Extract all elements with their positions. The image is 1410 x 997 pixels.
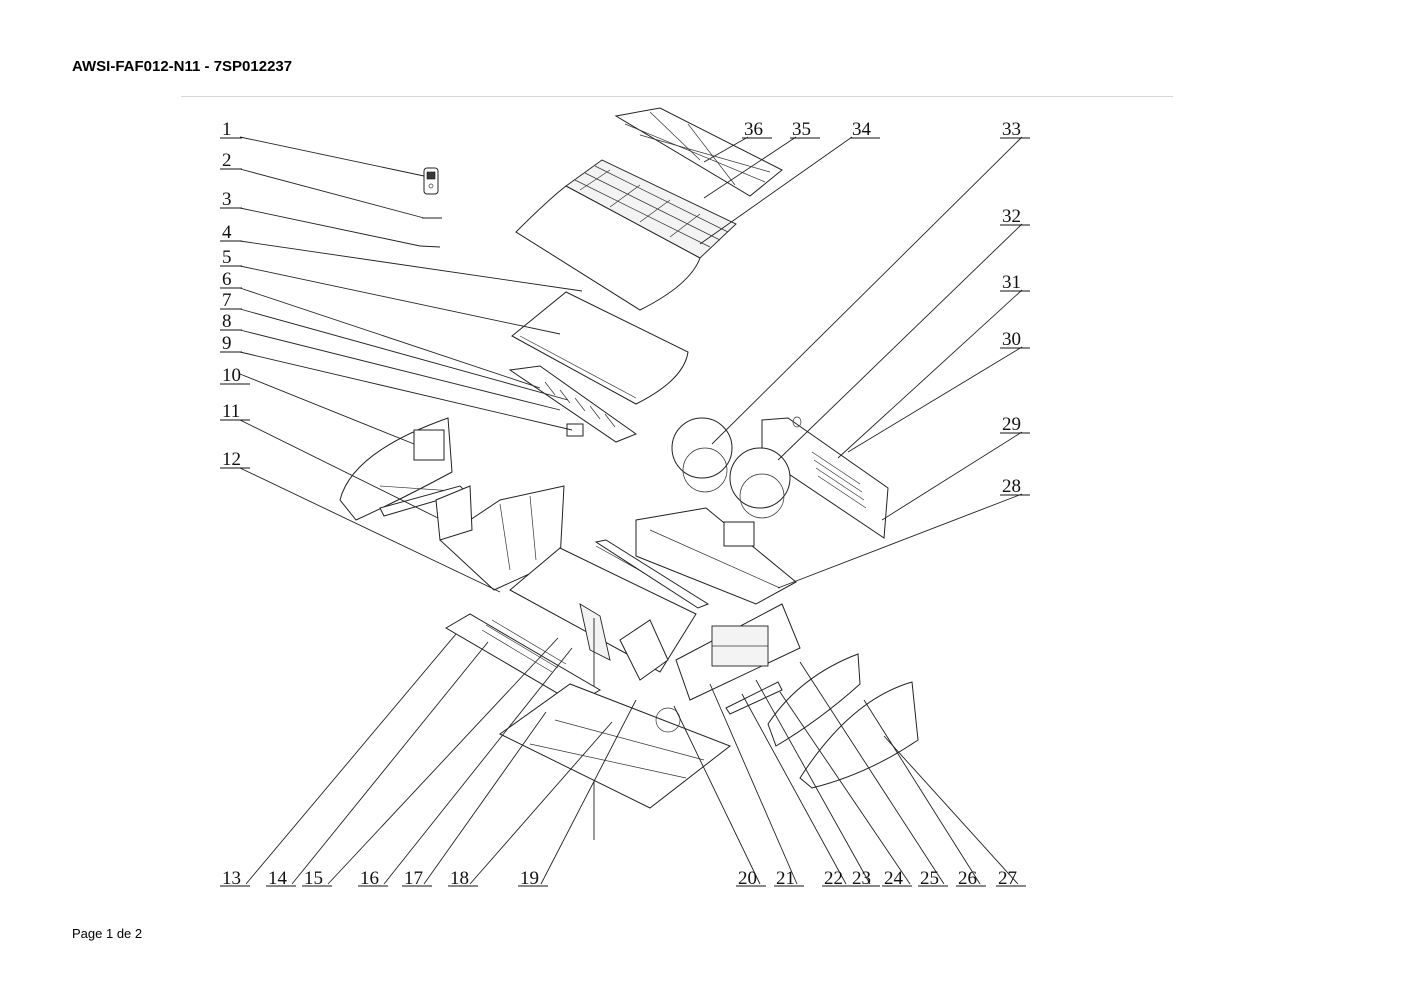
callout-number: 34: [852, 119, 872, 140]
callout-number: 19: [520, 868, 539, 889]
callout-number: 14: [268, 868, 288, 889]
callout-number: 30: [1002, 329, 1021, 350]
side-end-cap: [799, 681, 919, 789]
callout-number: 21: [776, 868, 795, 889]
callout-number: 5: [222, 247, 232, 268]
right-side-panel: [675, 603, 801, 715]
leader-lines: [239, 136, 1023, 885]
callout-number: 27: [998, 868, 1017, 889]
callout-number: 9: [222, 333, 232, 354]
part-drawings: [339, 107, 919, 840]
callout-number: 3: [222, 189, 232, 210]
callout-number: 23: [852, 868, 871, 889]
callout-number: 29: [1002, 414, 1021, 435]
louver-assembly: [508, 365, 638, 443]
header-divider: [181, 96, 1173, 97]
callout-labels-right: 28 29 30 31 32 33: [1000, 119, 1030, 497]
front-panel: [515, 159, 737, 311]
callout-number: 20: [738, 868, 757, 889]
base-plate: [499, 683, 732, 809]
callout-number: 12: [222, 449, 241, 470]
remote-control: [423, 167, 439, 195]
callout-number: 31: [1002, 272, 1021, 293]
side-cover: [767, 653, 861, 747]
callout-number: 7: [222, 290, 232, 311]
document-title: AWSI-FAF012-N11 - 7SP012237: [72, 58, 293, 75]
callout-number: 2: [222, 150, 232, 171]
outlet-grille: [445, 613, 601, 705]
callout-labels-bottom: 13 14 15 16 17 18 19 20 21 22 23 24 25 2…: [220, 868, 1026, 889]
callout-number: 1: [222, 119, 232, 140]
callout-number: 33: [1002, 119, 1021, 140]
callout-number: 22: [824, 868, 843, 889]
callout-number: 36: [744, 119, 763, 140]
callout-labels-left: 1 2 3 4 5 6 7 8 9 10 11 12: [220, 119, 250, 470]
callout-number: 6: [222, 269, 232, 290]
callout-number: 4: [222, 222, 232, 243]
callout-number: 13: [222, 868, 241, 889]
callout-number: 35: [792, 119, 811, 140]
drain-pan: [509, 547, 697, 840]
callout-number: 11: [222, 401, 240, 422]
screw-part: [419, 245, 441, 248]
blower-fan: [671, 417, 791, 547]
callout-number: 32: [1002, 206, 1021, 227]
left-side-panel: [339, 417, 469, 521]
callout-number: 26: [958, 868, 977, 889]
page-number: Page 1 de 2: [72, 926, 143, 941]
callout-number: 15: [304, 868, 323, 889]
callout-number: 17: [404, 868, 423, 889]
callout-number: 16: [360, 868, 379, 889]
callout-number: 24: [884, 868, 904, 889]
callout-number: 18: [450, 868, 469, 889]
top-cover: [511, 291, 689, 405]
fan-housing: [594, 507, 797, 609]
callout-number: 25: [920, 868, 939, 889]
callout-number: 10: [222, 365, 241, 386]
callout-number: 8: [222, 311, 232, 332]
electric-box: [435, 485, 565, 591]
callout-labels-top: 34 35 36: [742, 119, 880, 140]
callout-number: 28: [1002, 476, 1021, 497]
